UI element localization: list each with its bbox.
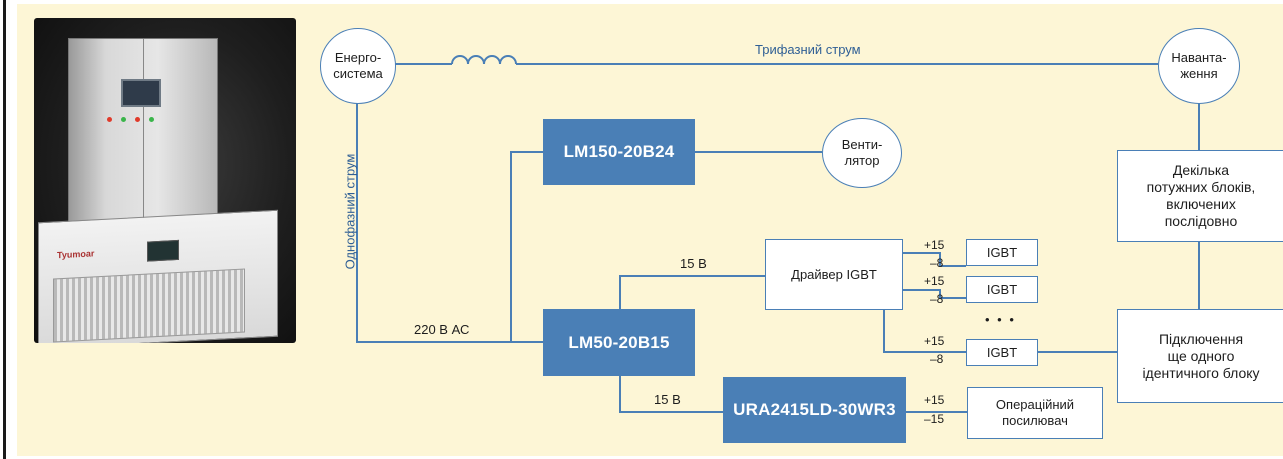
box-igbt-2: IGBT <box>966 276 1038 303</box>
box-connect-block: Підключення ще одного ідентичного блоку <box>1117 309 1283 403</box>
label-single-phase: Однофазний струм <box>342 154 357 270</box>
label-opamp-minus: –15 <box>924 412 944 426</box>
box-op-amp: Операційний посилювач <box>967 387 1103 439</box>
label-igbt2-minus: –8 <box>930 292 943 306</box>
block-lm150-20b24: LM150-20B24 <box>543 119 695 185</box>
box-igbt-1: IGBT <box>966 239 1038 266</box>
label-220v-ac: 220 В АС <box>414 322 469 337</box>
single-phase-line <box>357 100 543 342</box>
lm150-feed-line <box>511 152 543 342</box>
node-fan: Венти- лятор <box>822 118 902 188</box>
box-igbt-driver: Драйвер IGBT <box>765 239 903 310</box>
label-igbt1-minus: –8 <box>930 256 943 270</box>
label-igbt2-plus: +15 <box>924 274 944 288</box>
label-15v-bottom: 15 В <box>654 392 681 407</box>
lm50-driver-line <box>620 276 765 309</box>
label-igbt3-plus: +15 <box>924 334 944 348</box>
label-igbt1-plus: +15 <box>924 238 944 252</box>
block-ura2415ld-30wr3: URA2415LD-30WR3 <box>723 377 906 443</box>
label-igbt3-minus: –8 <box>930 352 943 366</box>
box-series-blocks: Декілька потужних блоків, включених посл… <box>1117 150 1283 242</box>
label-ellipsis: • • • <box>985 312 1016 327</box>
node-load: Наванта- ження <box>1158 28 1240 104</box>
inductor-symbol <box>452 56 516 64</box>
box-igbt-3: IGBT <box>966 339 1038 366</box>
label-opamp-plus: +15 <box>924 393 944 407</box>
label-three-phase: Трифазний струм <box>755 42 861 57</box>
label-15v-top: 15 В <box>680 256 707 271</box>
node-power-system: Енерго- система <box>320 28 396 104</box>
block-lm50-20b15: LM50-20B15 <box>543 309 695 376</box>
